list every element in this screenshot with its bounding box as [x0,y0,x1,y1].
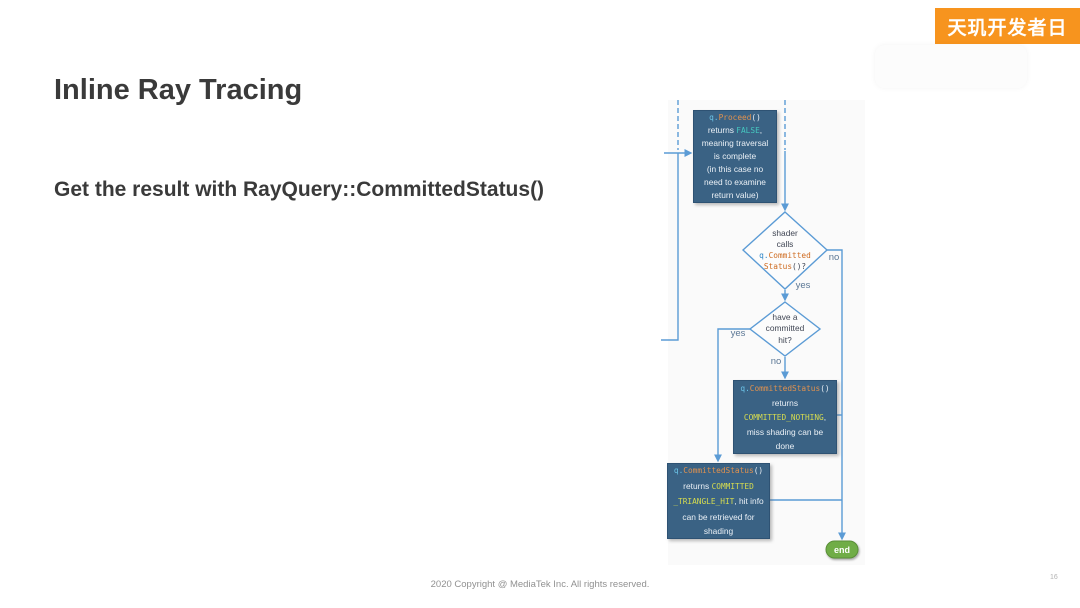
end-terminator-label: end [833,544,850,555]
committed-triangle-hit-box: q.CommittedStatus()returns COMMITTED_TRI… [667,463,770,539]
event-badge: 天玑开发者日 [935,8,1080,44]
status-no-label: no [828,252,840,263]
page-number: 16 [1050,574,1058,581]
copyright-footer: 2020 Copyright @ MediaTek Inc. All right… [430,579,650,590]
loop-return-line [661,153,679,341]
mediatek-logo-watermark [875,45,1027,88]
end-terminator [825,540,859,559]
proceed-returns-false-box: q.Proceed()returns FALSE,meaning travers… [693,110,777,203]
flow-connectors [661,100,846,541]
hit-yes-branch [714,328,750,463]
status-decision-diamond [741,211,829,290]
hit-no-label: no [770,356,782,367]
hit-decision-diamond [748,301,822,357]
slide-subtitle: Get the result with RayQuery::CommittedS… [54,178,545,201]
hit-yes-label: yes [730,328,746,339]
status-yes-label: yes [795,280,811,291]
slide-title: Inline Ray Tracing [54,74,303,106]
status-no-branch-to-end [827,249,846,541]
flowchart-diagram: q.Proceed()returns FALSE,meaning travers… [650,95,875,573]
